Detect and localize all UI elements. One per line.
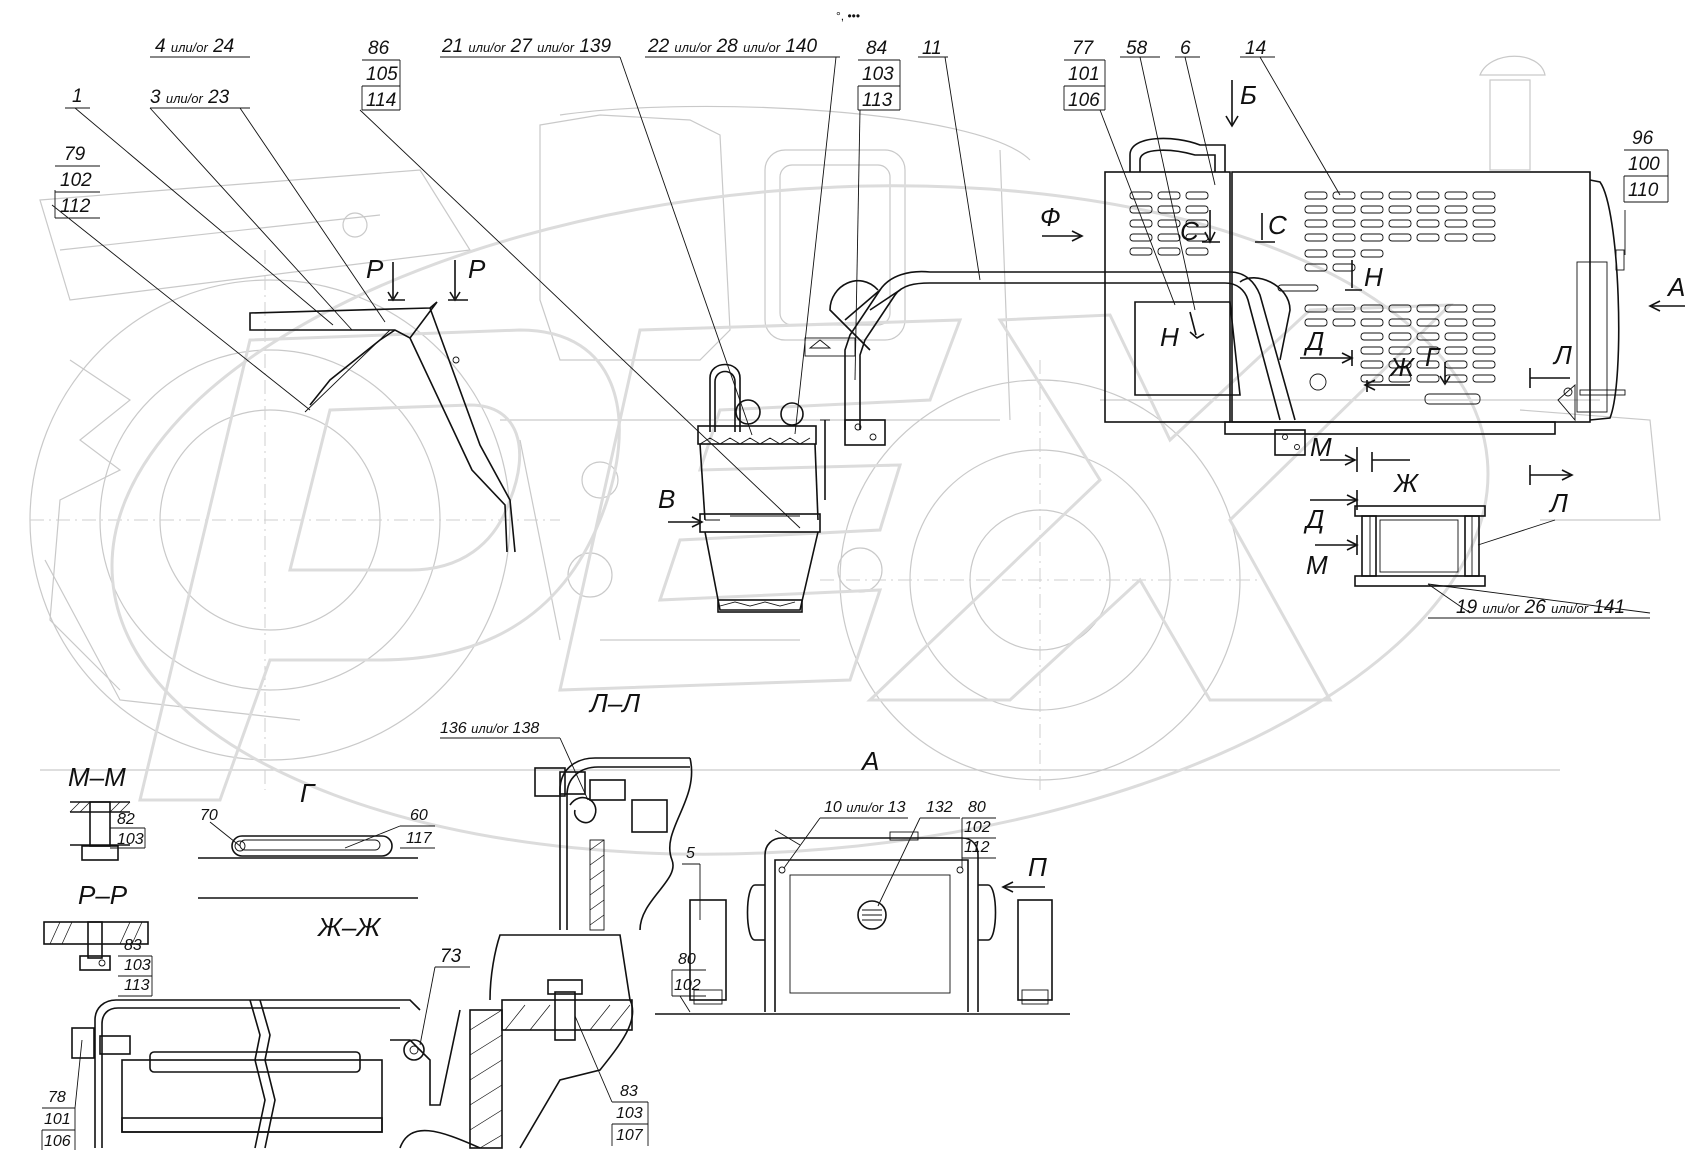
callout-86-stack: 86 105 114 [361, 38, 401, 111]
callout-80b-1: 80 [678, 951, 696, 968]
svg-text:77: 77 [1072, 38, 1095, 59]
callout-77-stack: 77 101 106 [1063, 38, 1106, 111]
callout-58: 58 [1126, 38, 1148, 59]
section-title-g: Г [300, 778, 316, 808]
section-title-l-l: Л–Л [588, 688, 640, 718]
section-p-p: Р–Р 83 103 113 [43, 880, 153, 997]
callout-83b-1: 83 [620, 1083, 638, 1100]
callout-labels: 1 4 или/or 24 3 или/or 23 79 102 112 86 … [54, 36, 1669, 618]
callout-73: 73 [440, 946, 462, 967]
vent-grille [1129, 191, 1496, 383]
callout-19-26-141: 19 или/or 26 или/or 141 [1456, 597, 1625, 618]
view-letter-v: В [658, 484, 675, 514]
svg-text:96: 96 [1632, 128, 1654, 149]
view-letter-f: Ф [1040, 202, 1061, 232]
callout-10-13: 10 или/or 13 [824, 799, 906, 816]
callout-83b-3: 107 [616, 1127, 644, 1144]
callout-78-2: 101 [44, 1111, 71, 1128]
top-marker: °, ••• [836, 9, 860, 23]
view-letter-l-1: Л [1552, 340, 1572, 370]
view-a: А 10 или/or 13 132 80 102 112 5 [655, 746, 1070, 1015]
view-letter-g: Г [1425, 342, 1441, 372]
callout-80a-3: 112 [964, 839, 990, 856]
svg-text:105: 105 [366, 64, 398, 85]
view-letter-zh-1: Ж [1388, 352, 1416, 382]
callout-82-stack-top: 82 [117, 811, 135, 828]
callout-80b-2: 102 [674, 977, 701, 994]
main-assembly [249, 137, 1626, 613]
view-letter-p-2: Р [468, 254, 486, 284]
svg-text:103: 103 [862, 64, 894, 85]
callout-22-28-140: 22 или/or 28 или/or 140 [647, 36, 817, 57]
view-letter-m-1: М [1310, 432, 1332, 462]
callout-78-1: 78 [48, 1089, 66, 1106]
view-letter-pi: П [1028, 852, 1047, 882]
callout-84-stack: 84 103 113 [857, 38, 901, 111]
view-letter-p-1: Р [366, 254, 384, 284]
callout-6: 6 [1180, 38, 1191, 59]
leader-lines [51, 56, 1651, 614]
callout-60-top: 60 [410, 807, 428, 824]
view-letter-l-2: Л [1548, 488, 1568, 518]
view-letter-m-2: М [1306, 550, 1328, 580]
detail-zh-zh: 73 78 101 106 83 103 107 [41, 934, 649, 1150]
callout-70: 70 [200, 807, 218, 824]
view-letter-n-1: Н [1364, 262, 1383, 292]
view-letters: Р Р Б Ф С С Н Н А Д Ж Г Л М Ж Д М Л В П [366, 80, 1685, 882]
svg-text:86: 86 [368, 38, 390, 59]
callout-132: 132 [926, 799, 953, 816]
section-l-l: Л–Л 136 или/or 138 [440, 688, 693, 931]
callout-80a-1: 80 [968, 799, 986, 816]
watermark-logo [110, 184, 1490, 856]
leader-underlines [65, 56, 1650, 619]
section-m-m: М–М 82 103 [68, 762, 146, 861]
view-letter-b: Б [1240, 80, 1257, 110]
callout-21-27-139: 21 или/or 27 или/or 139 [441, 36, 611, 57]
section-title-a: А [860, 746, 879, 776]
callout-78-3: 106 [44, 1133, 71, 1150]
svg-text:106: 106 [1068, 90, 1100, 111]
section-title-m-m: М–М [68, 762, 126, 792]
view-letter-zh-2: Ж [1392, 468, 1420, 498]
view-letter-c-1: С [1180, 216, 1199, 246]
callout-136-138: 136 или/or 138 [440, 720, 539, 737]
callout-14: 14 [1245, 38, 1266, 59]
callout-79-stack: 79 102 112 [54, 144, 100, 219]
callout-83a-2: 103 [124, 957, 151, 974]
svg-text:110: 110 [1628, 180, 1659, 201]
callout-83a-3: 113 [124, 977, 150, 994]
svg-text:101: 101 [1068, 64, 1100, 85]
view-letter-a: А [1666, 272, 1685, 302]
view-g: Г 70 60 117 Ж–Ж [198, 778, 435, 942]
view-letter-d-2: Д [1303, 504, 1324, 534]
callout-5: 5 [686, 845, 695, 862]
view-letter-c-2: С [1268, 210, 1287, 240]
svg-text:100: 100 [1628, 154, 1660, 175]
callout-83a-1: 83 [124, 937, 142, 954]
svg-text:114: 114 [366, 90, 396, 111]
svg-text:102: 102 [60, 170, 92, 191]
view-letter-d-1: Д [1303, 326, 1324, 356]
callout-3-23: 3 или/or 23 [150, 87, 230, 108]
view-arrows [387, 80, 1685, 893]
svg-text:79: 79 [64, 144, 86, 165]
callout-80a-2: 102 [964, 819, 991, 836]
callout-1: 1 [72, 86, 83, 107]
callout-83b-2: 103 [616, 1105, 643, 1122]
svg-text:84: 84 [866, 38, 887, 59]
section-title-p-p: Р–Р [78, 880, 128, 910]
callout-82-stack-bottom: 103 [117, 831, 144, 848]
callout-11: 11 [922, 38, 942, 59]
callout-60-bottom: 117 [406, 830, 433, 847]
section-title-zh-zh: Ж–Ж [316, 912, 382, 942]
view-letter-n-2: Н [1160, 322, 1179, 352]
svg-text:112: 112 [60, 196, 91, 217]
callout-4-24: 4 или/or 24 [155, 36, 234, 57]
svg-text:113: 113 [862, 90, 893, 111]
callout-96-stack: 96 100 110 [1623, 128, 1669, 203]
